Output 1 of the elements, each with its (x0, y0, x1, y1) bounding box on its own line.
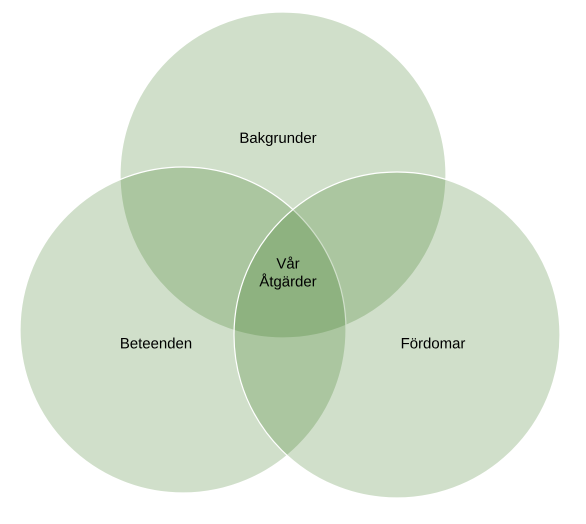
center-label: Vår Åtgärder (259, 256, 316, 290)
